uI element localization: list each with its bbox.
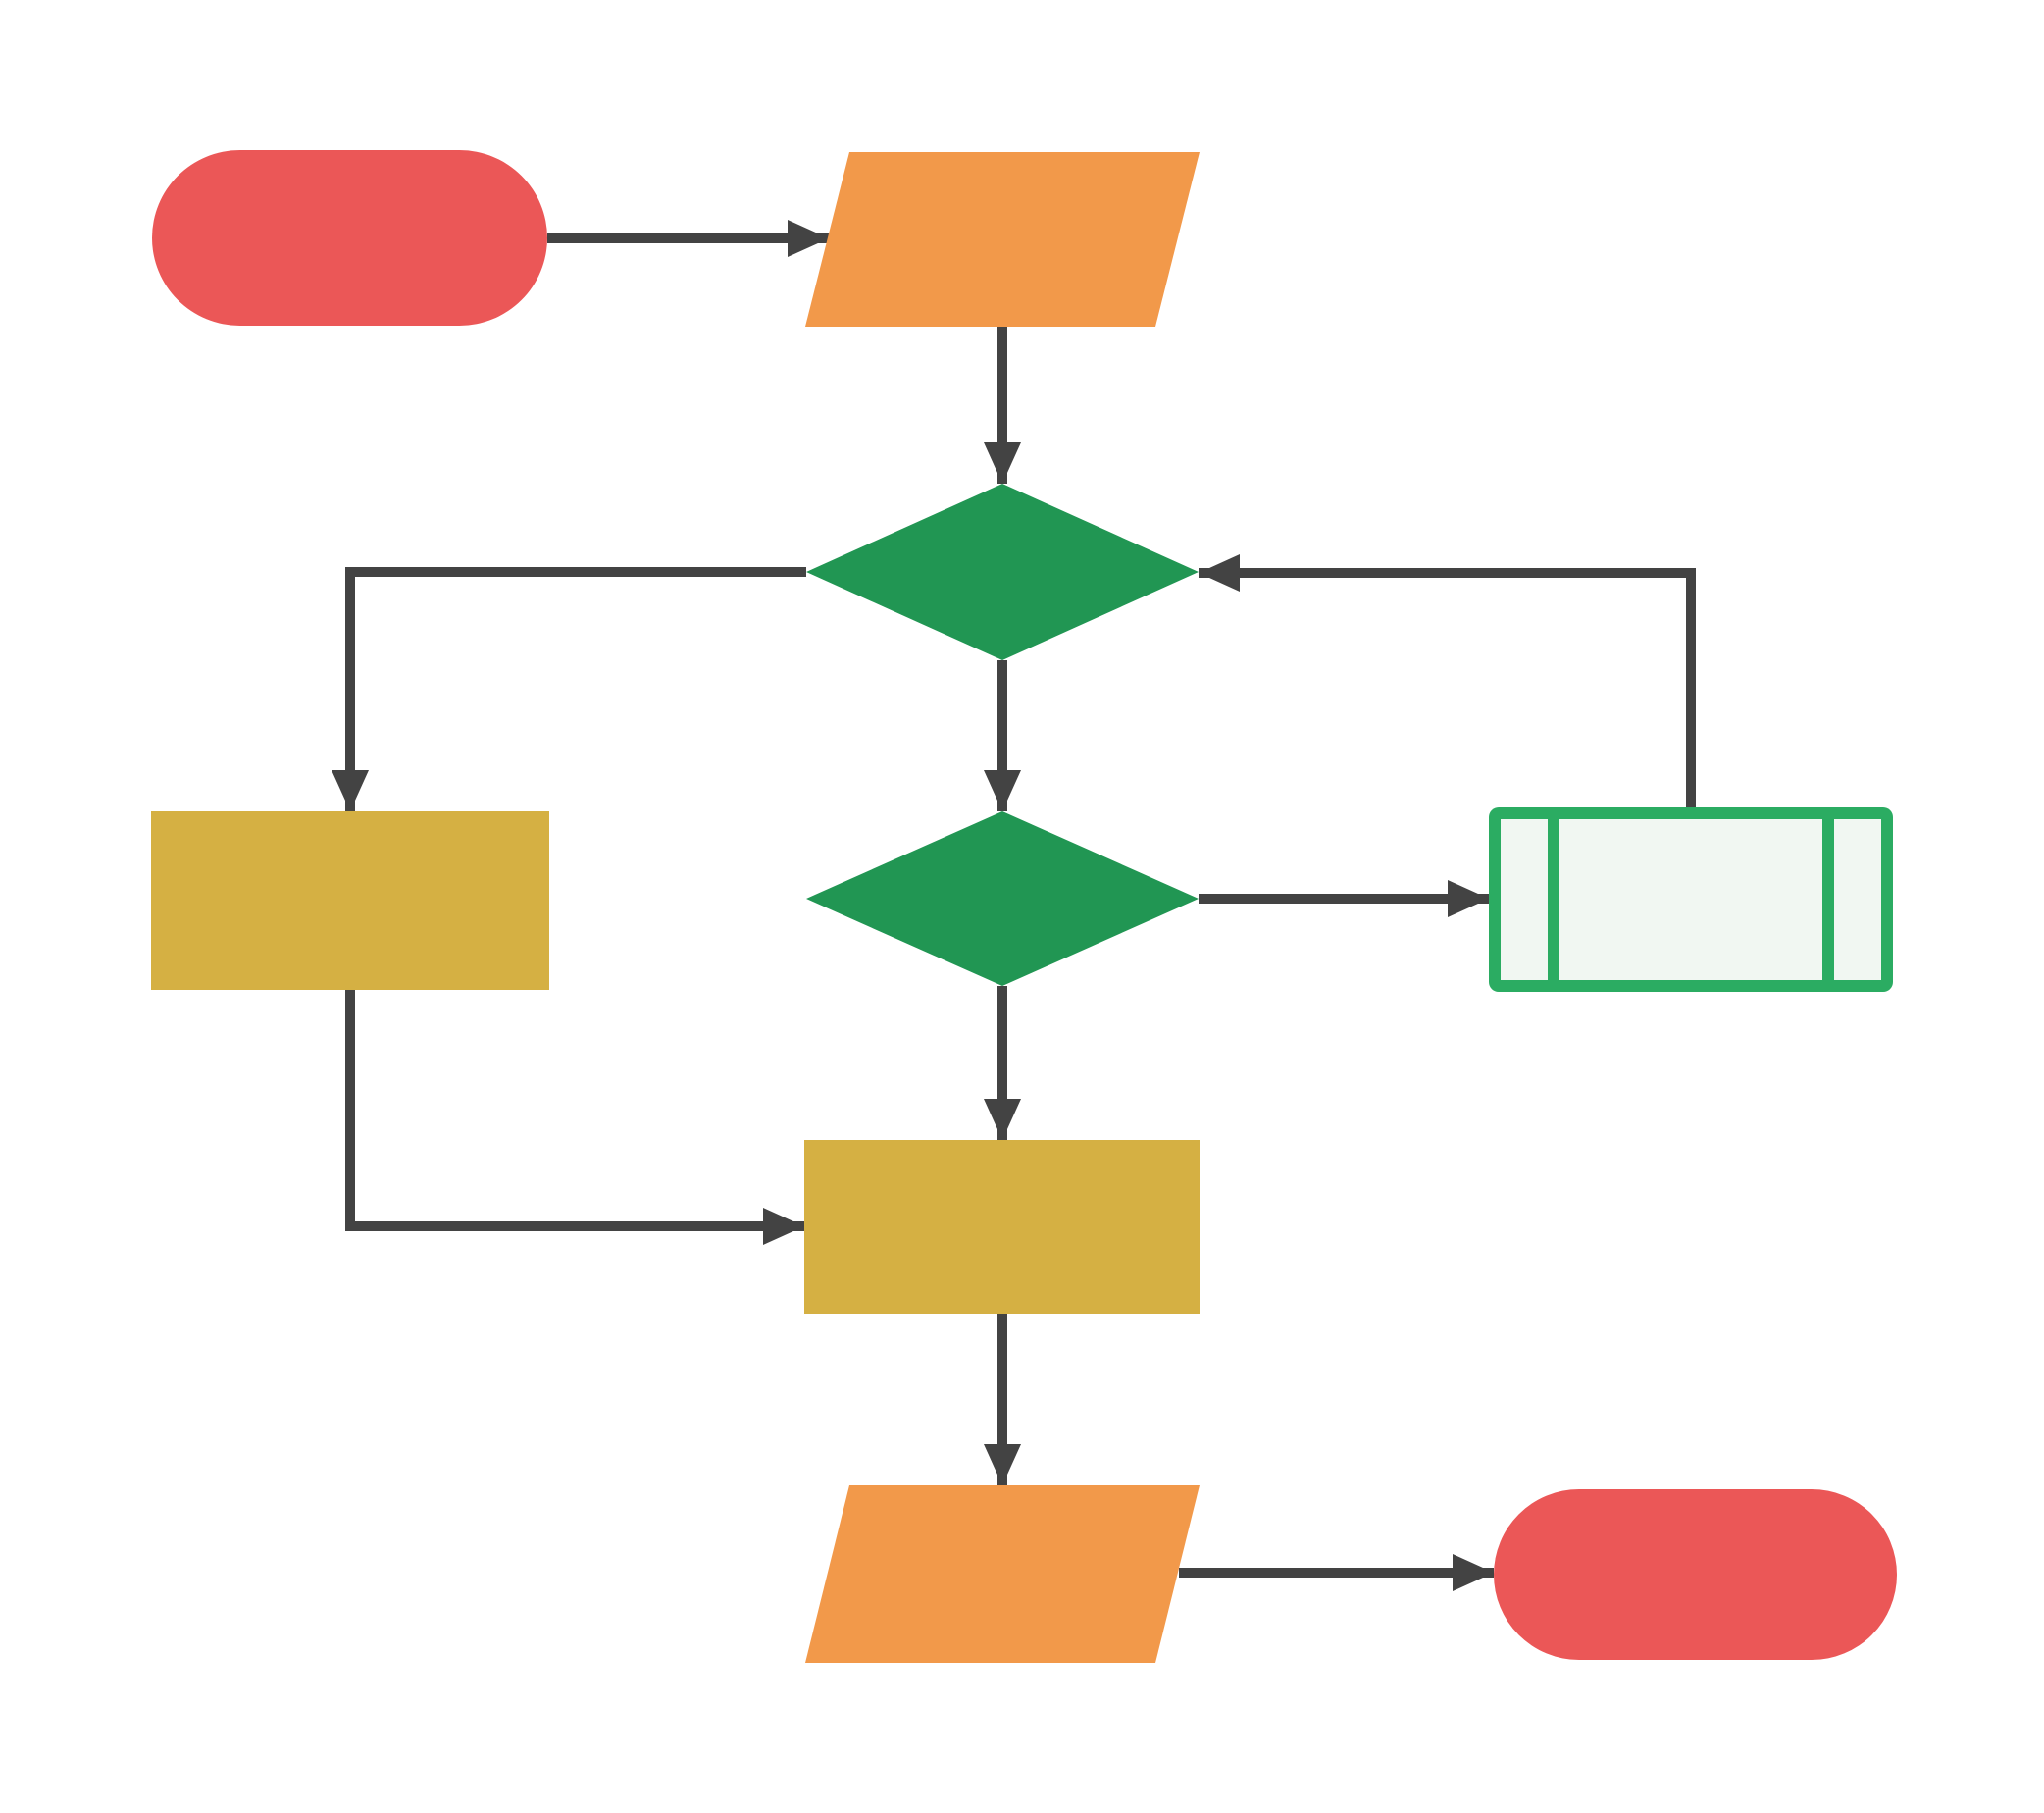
subroutine-rect[interactable] bbox=[1489, 807, 1893, 992]
connector-decision1-to-process-left bbox=[331, 567, 806, 812]
start-terminator[interactable] bbox=[152, 150, 547, 326]
end-terminator[interactable] bbox=[1494, 1489, 1897, 1660]
process-rect-center[interactable] bbox=[804, 1140, 1200, 1314]
connector-process-left-to-process-center bbox=[345, 990, 805, 1246]
decision-diamond-1[interactable] bbox=[806, 484, 1199, 660]
io-parallelogram-bottom[interactable] bbox=[805, 1485, 1200, 1663]
subroutine-rect-right-bar bbox=[1822, 819, 1834, 980]
subroutine-rect-left-bar bbox=[1548, 819, 1559, 980]
decision-diamond-2[interactable] bbox=[806, 811, 1199, 986]
connector-subroutine-to-decision1-feedback bbox=[1198, 553, 1696, 807]
process-rect-left[interactable] bbox=[151, 811, 549, 990]
subroutine-rect-fill bbox=[1501, 819, 1881, 980]
io-parallelogram-top[interactable] bbox=[805, 152, 1200, 327]
